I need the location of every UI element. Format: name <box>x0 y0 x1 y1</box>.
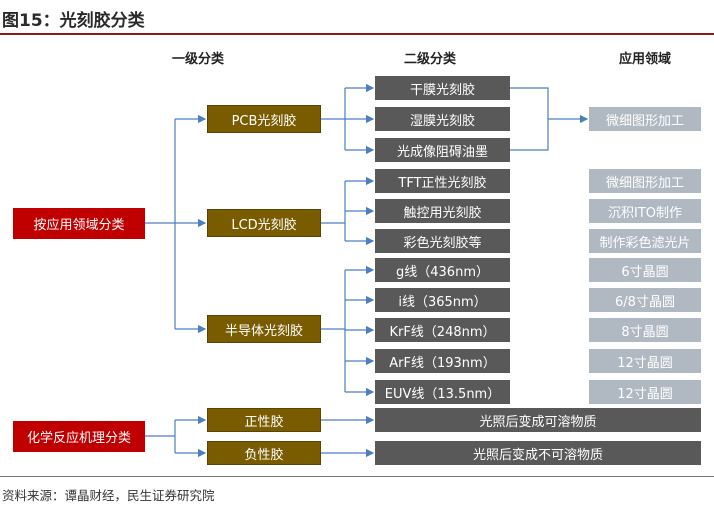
root-by-application: 按应用领域分类 <box>13 208 145 239</box>
root-by-mechanism: 化学反应机理分类 <box>13 421 145 452</box>
header-level1: 一级分类 <box>171 52 224 67</box>
level2-semi-item: ArF线（193nm） <box>375 349 510 373</box>
application-semi-item: 6/8寸晶圆 <box>589 288 701 312</box>
application-pcb: 微细图形加工 <box>589 107 701 131</box>
level1-negative: 负性胶 <box>207 441 321 465</box>
source-note: 资料来源：谭晶财经，民生证券研究院 <box>2 488 215 503</box>
figure-title: 图15：光刻胶分类 <box>2 11 145 31</box>
level1-lcd: LCD光刻胶 <box>207 209 321 237</box>
level2-semi-item: i线（365nm） <box>375 288 510 312</box>
level2-pcb-item: 干膜光刻胶 <box>375 76 510 100</box>
level2-lcd-item: TFT正性光刻胶 <box>375 169 510 193</box>
level2-semi-item: EUV线（13.5nm） <box>375 380 510 404</box>
level2-positive-desc: 光照后变成可溶物质 <box>375 408 701 432</box>
title-divider <box>0 33 714 35</box>
level2-lcd-item: 触控用光刻胶 <box>375 199 510 223</box>
level2-pcb-item: 光成像阻碍油墨 <box>375 138 510 162</box>
level1-semiconductor: 半导体光刻胶 <box>207 315 321 343</box>
header-application: 应用领域 <box>618 52 671 67</box>
footer-divider <box>0 476 714 477</box>
application-semi-item: 8寸晶圆 <box>589 318 701 342</box>
level2-lcd-item: 彩色光刻胶等 <box>375 229 510 253</box>
application-lcd-item: 沉积ITO制作 <box>589 199 701 223</box>
level2-semi-item: g线（436nm） <box>375 258 510 282</box>
application-lcd-item: 微细图形加工 <box>589 169 701 193</box>
level2-pcb-item: 湿膜光刻胶 <box>375 107 510 131</box>
level2-semi-item: KrF线（248nm） <box>375 318 510 342</box>
application-semi-item: 6寸晶圆 <box>589 258 701 282</box>
level1-positive: 正性胶 <box>207 408 321 432</box>
application-semi-item: 12寸晶圆 <box>589 380 701 404</box>
header-level2: 二级分类 <box>403 52 456 67</box>
level2-negative-desc: 光照后变成不可溶物质 <box>375 441 701 465</box>
level1-pcb: PCB光刻胶 <box>207 105 321 133</box>
connector-app-bracket <box>510 87 549 151</box>
application-lcd-item: 制作彩色滤光片 <box>589 229 701 253</box>
application-semi-item: 12寸晶圆 <box>589 349 701 373</box>
